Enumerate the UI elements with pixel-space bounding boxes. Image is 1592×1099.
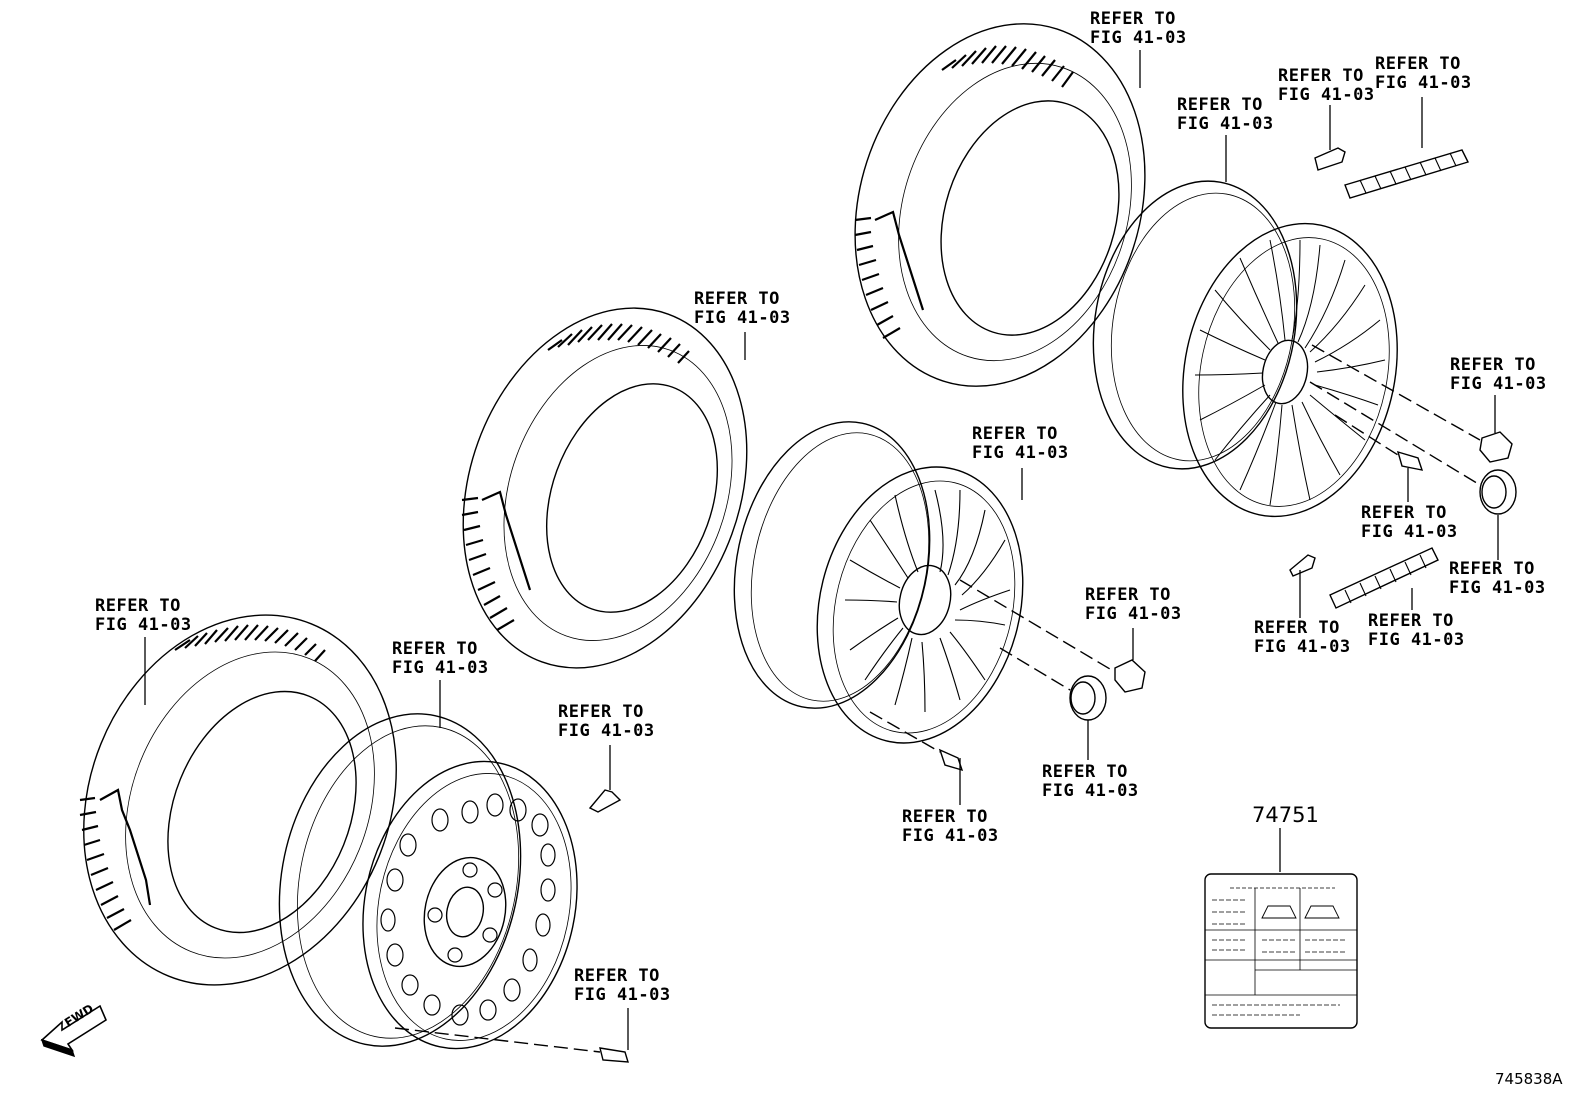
leader-lines [145, 50, 1498, 1050]
tire-3[interactable] [810, 0, 1191, 424]
fwd-arrow-icon [42, 1006, 106, 1056]
alloy-wheel-2[interactable] [1071, 165, 1423, 537]
balance-weight-3[interactable] [1290, 555, 1315, 576]
balance-weight-strip-1[interactable] [1345, 150, 1468, 198]
figure-id: 745838A [1495, 1070, 1563, 1088]
valve-1[interactable] [395, 1028, 628, 1062]
lug-nut-2[interactable] [1312, 345, 1512, 462]
lug-nut-1[interactable] [960, 580, 1145, 692]
tire-2[interactable] [415, 268, 795, 708]
tire-pressure-label[interactable] [1205, 874, 1357, 1028]
valve-2[interactable] [870, 712, 962, 770]
center-cap-2[interactable] [1310, 382, 1516, 514]
part-number-label[interactable]: 74751 [1252, 803, 1319, 827]
center-cap-1[interactable] [1000, 648, 1106, 720]
tire-1[interactable] [30, 568, 451, 1033]
balance-weight-2[interactable] [1315, 148, 1345, 170]
balance-weight-strip-2[interactable] [1330, 548, 1438, 608]
balance-weight-1[interactable] [590, 790, 620, 812]
valve-3[interactable] [1335, 415, 1422, 470]
alloy-wheel-1[interactable] [709, 403, 1051, 765]
steel-wheel[interactable] [250, 691, 603, 1069]
